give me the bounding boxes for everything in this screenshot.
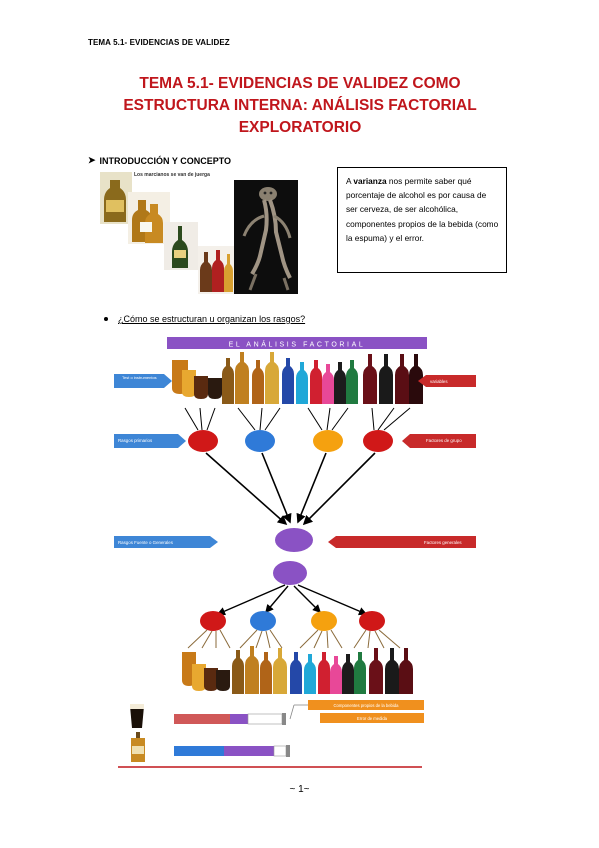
collage-caption: Los marcianos se van de juerga xyxy=(134,172,210,178)
definition-prefix: A xyxy=(346,176,354,186)
title-line-3: EXPLORATORIO xyxy=(238,119,362,136)
top-bottles-row xyxy=(172,352,423,404)
label-variables: variables xyxy=(430,379,448,384)
bottles-collage: Los marcianos se van de juerga xyxy=(100,170,234,294)
lower-factor-blue xyxy=(250,611,276,631)
question-item: ¿Cómo se estructuran u organizan los ras… xyxy=(104,314,305,324)
arrow-bullet-icon: ➤ xyxy=(88,155,96,165)
whisky-bottle-icon xyxy=(131,732,145,762)
primary-factor-red xyxy=(188,430,218,452)
factorial-analysis-diagram: EL ANÁLISIS FACTORIAL Test o instrumento… xyxy=(114,337,476,768)
beer-glass-icon xyxy=(130,704,144,728)
lower-factor-orange xyxy=(311,611,337,631)
intro-collage-image: Los marcianos se van de juerga xyxy=(100,170,298,294)
legend-components: Componentes propios de la bebida xyxy=(334,703,400,708)
lower-factor-red-2 xyxy=(359,611,385,631)
alien-drawing xyxy=(242,187,292,291)
section-heading-text: INTRODUCCIÓN Y CONCEPTO xyxy=(99,155,232,166)
definition-box: A varianza nos permite saber qué porcent… xyxy=(337,167,507,273)
lower-bottles-row xyxy=(182,646,413,694)
variance-bar-beer xyxy=(174,713,286,725)
section-heading: ➤ INTRODUCCIÓN Y CONCEPTO xyxy=(88,155,231,166)
primary-factor-blue xyxy=(245,430,275,452)
definition-keyword: varianza xyxy=(353,176,387,186)
legend-error: Error de medida xyxy=(357,716,388,721)
definition-text: nos permite saber qué porcentaje de alco… xyxy=(346,176,499,243)
title-line-1: TEMA 5.1- EVIDENCIAS DE VALIDEZ COMO xyxy=(139,75,461,92)
primary-to-general-arrows xyxy=(205,452,376,526)
label-tests: Test o instrumentos xyxy=(122,375,157,380)
lower-fan-lines xyxy=(187,629,401,649)
page-title: TEMA 5.1- EVIDENCIAS DE VALIDEZ COMO EST… xyxy=(90,73,510,139)
banner-text: EL ANÁLISIS FACTORIAL xyxy=(229,340,366,349)
general-factor-top xyxy=(275,528,313,552)
label-primary: Rasgos primarios xyxy=(118,438,153,443)
banner-bar xyxy=(167,337,427,349)
arrow-variables xyxy=(418,375,476,387)
arrow-primary xyxy=(114,434,186,448)
legend-error-box xyxy=(320,713,424,723)
arrow-group xyxy=(402,434,476,448)
variance-bar-whisky xyxy=(174,745,290,757)
arrow-general-factors xyxy=(328,536,476,548)
primary-factor-orange xyxy=(313,430,343,452)
title-line-2: ESTRUCTURA INTERNA: ANÁLISIS FACTORIAL xyxy=(123,97,477,114)
alien-image xyxy=(234,180,298,294)
primary-factor-red-2 xyxy=(363,430,393,452)
running-header: TEMA 5.1- EVIDENCIAS DE VALIDEZ xyxy=(88,38,230,47)
general-factor-bottom xyxy=(273,561,307,585)
question-text: ¿Cómo se estructuran u organizan los ras… xyxy=(118,314,306,324)
dot-bullet-icon xyxy=(104,317,108,321)
lower-factor-red xyxy=(200,611,226,631)
bottle-to-primary-lines xyxy=(184,407,411,431)
bottles-drawing xyxy=(100,172,234,294)
arrow-general-traits xyxy=(114,536,218,548)
page-number: ~ 1~ xyxy=(289,784,310,795)
label-group: Factores de grupo xyxy=(426,438,462,443)
general-to-primary-arrows xyxy=(216,584,368,616)
legend-connector xyxy=(289,704,308,720)
arrow-tests xyxy=(114,374,172,388)
label-general-traits: Rasgos Fuente o Generales xyxy=(118,540,174,545)
label-general-factors: Factores generales xyxy=(424,540,462,545)
legend-components-box xyxy=(308,700,424,710)
